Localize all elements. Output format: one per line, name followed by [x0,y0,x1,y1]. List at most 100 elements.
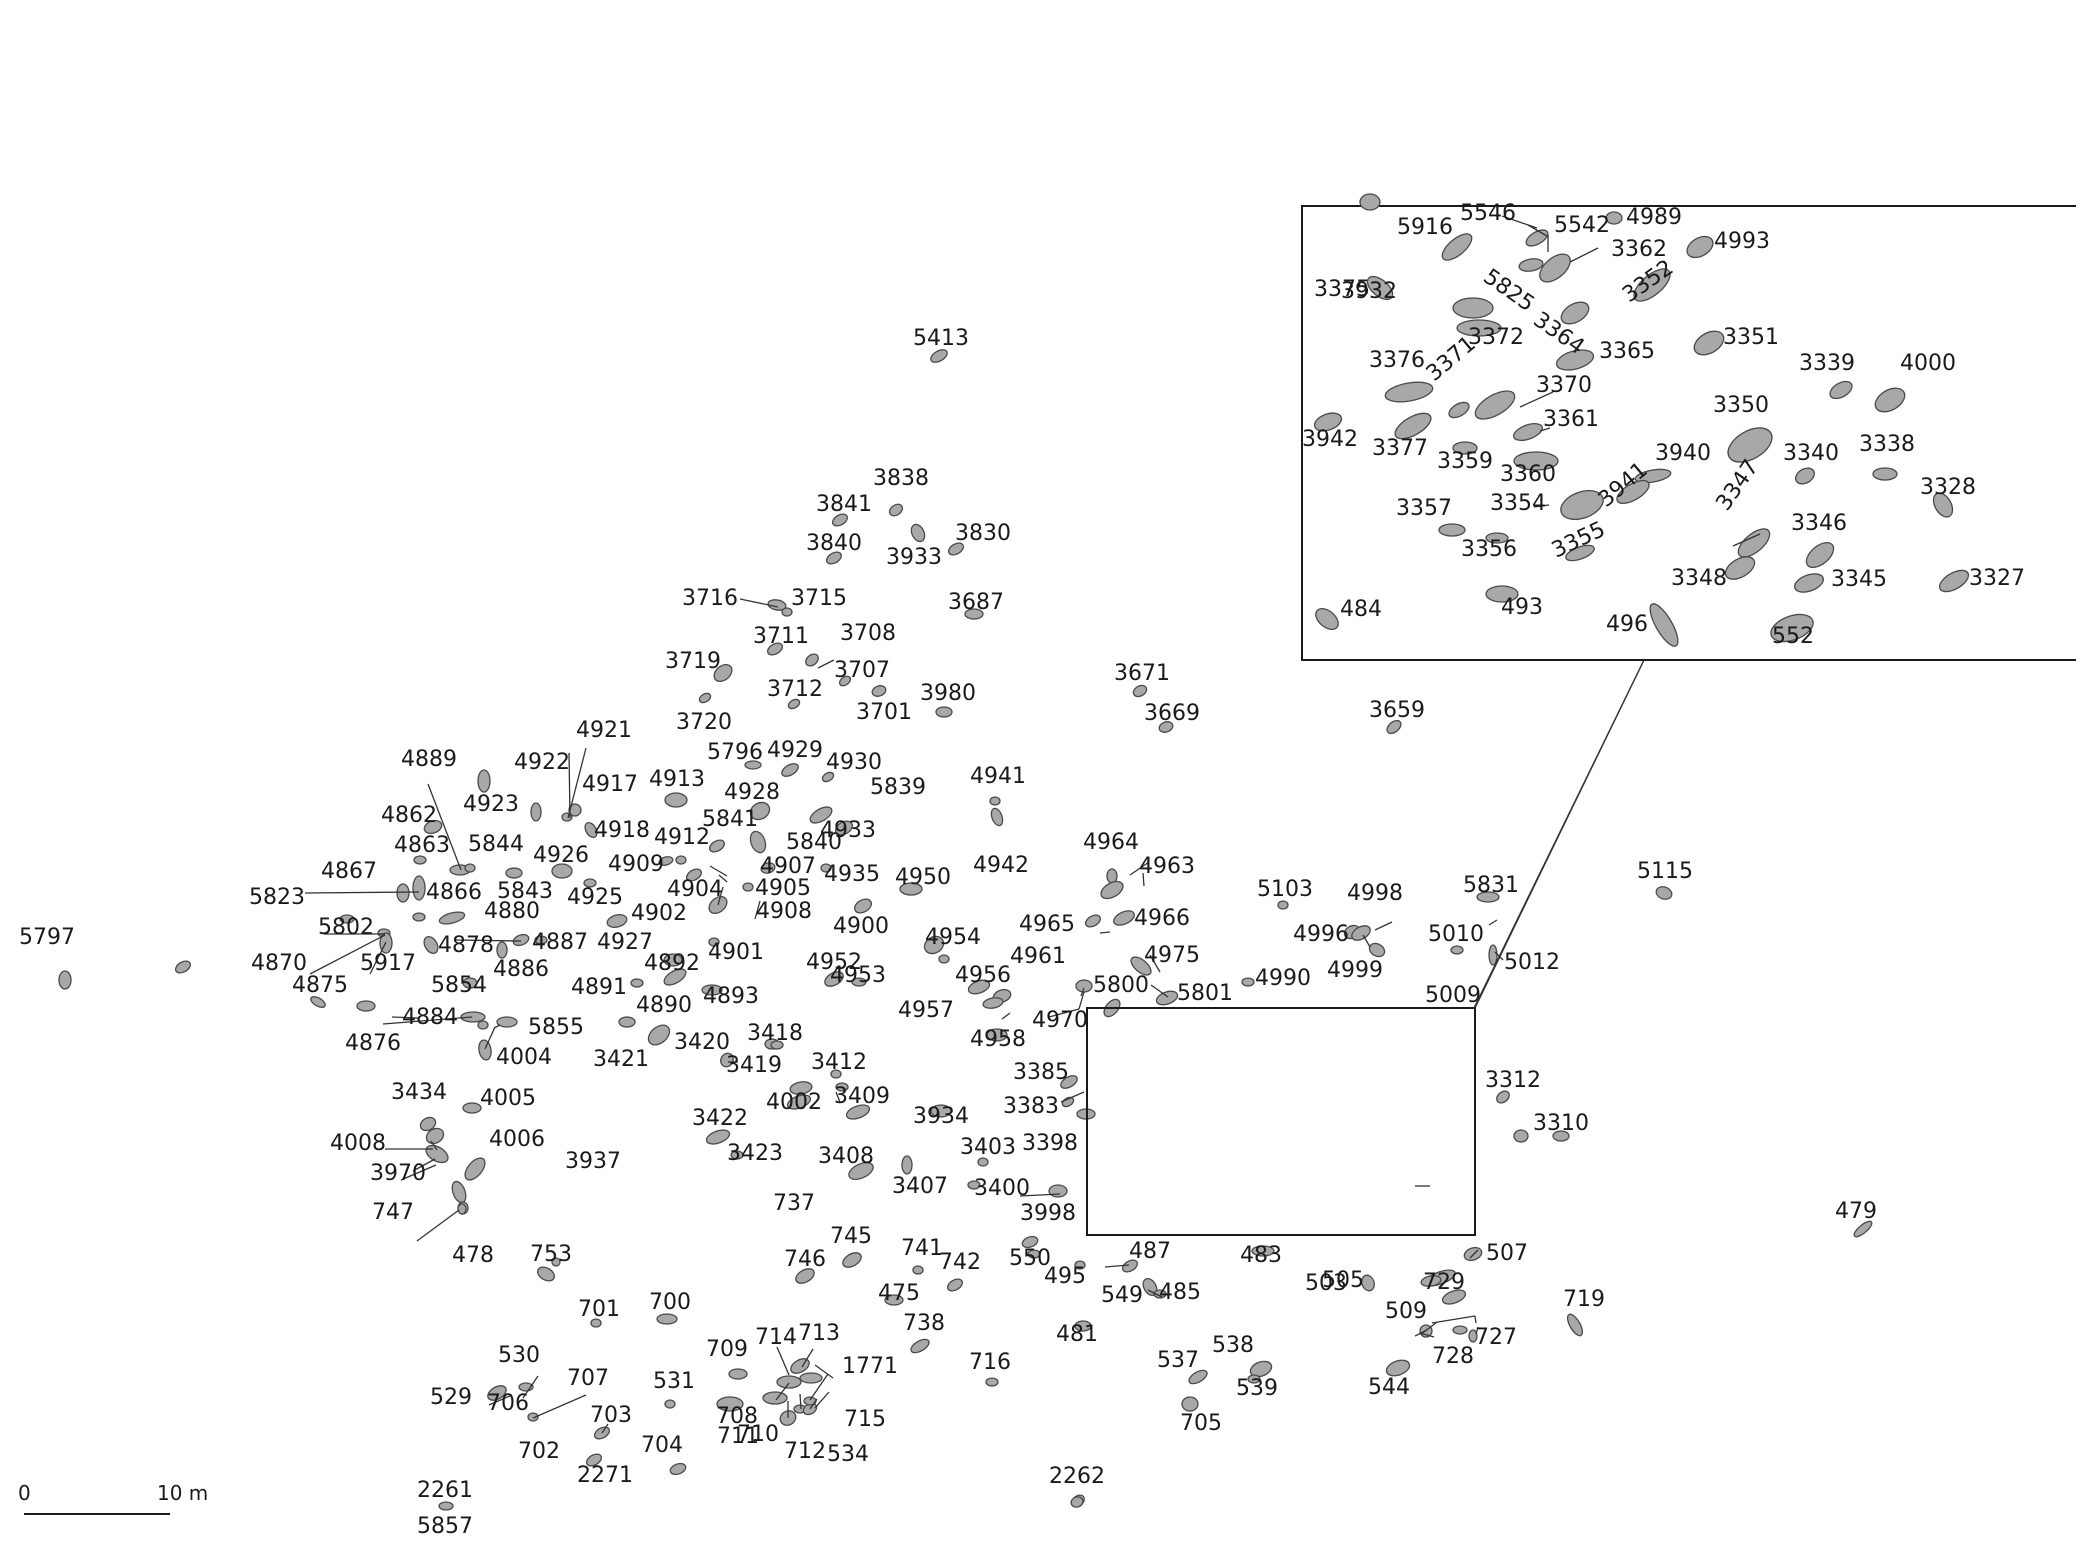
feature-shape [749,801,771,821]
inset-feature-shape [1539,253,1571,283]
feature-label: 3398 [1022,1131,1078,1156]
feature-shape [551,1257,561,1267]
feature-label: 701 [578,1297,620,1322]
feature-label: 538 [1212,1333,1254,1358]
feature-shape [1021,1235,1039,1249]
feature-label: 5801 [1177,981,1233,1006]
inset-feature-label: 3375 [1314,277,1370,302]
feature-label: 4904 [667,877,723,902]
leader-line [799,1393,802,1410]
feature-shape [1132,684,1148,698]
leader-line [817,659,835,669]
feature-shape [830,1069,842,1079]
leader-line [522,1375,539,1399]
inset-feature-label: 3360 [1500,462,1556,487]
leader-line [1019,1193,1061,1197]
feature-label: 3937 [565,1149,621,1174]
feature-label: 4004 [496,1045,552,1070]
feature-label: 3385 [1013,1060,1069,1085]
feature-label: 3934 [913,1104,969,1129]
inset-feature-label: 3942 [1302,427,1358,452]
feature-shape [848,1161,874,1181]
feature-shape [853,898,873,914]
leader-line [400,1164,437,1181]
inset-feature-label: 3346 [1791,511,1847,536]
feature-shape [464,863,476,873]
feature-shape [789,1081,813,1095]
feature-shape [1552,1130,1570,1142]
feature-label: 745 [830,1224,872,1249]
feature-shape [647,1024,671,1046]
feature-shape [713,663,733,683]
leader-line [532,1394,587,1419]
feature-shape [766,642,784,656]
feature-label: 5854 [431,973,487,998]
feature-label: 4867 [321,859,377,884]
inset-feature-shape [1616,479,1650,505]
inset-feature-label: 3328 [1920,475,1976,500]
feature-shape [1513,1129,1529,1143]
feature-label: 4935 [824,862,880,887]
inset-leader-line [1569,247,1599,263]
feature-shape [1277,900,1289,910]
feature-shape [1468,1329,1478,1343]
feature-shape [496,941,508,959]
feature-label: 4908 [756,899,812,924]
feature-label: 4886 [493,957,549,982]
feature-shape [947,542,965,556]
feature-label: 4912 [654,825,710,850]
feature-shape [1361,1274,1375,1292]
inset-leader-line [1501,215,1538,229]
inset-feature-label: 3350 [1713,393,1769,418]
leader-line [1078,991,1085,1010]
leader-line [775,1382,790,1401]
feature-label: 712 [784,1439,826,1464]
inset-feature-label: 3354 [1490,491,1546,516]
inset-feature-shape [1649,603,1679,647]
inset-feature-label: 3365 [1599,339,1655,364]
leader-line [809,1398,818,1410]
scale-end-label: 10 m [157,1481,208,1505]
inset-feature-shape [1438,523,1466,537]
feature-label: 4890 [636,993,692,1018]
feature-shape [1420,1275,1442,1287]
leader-line [1104,1264,1130,1268]
feature-label: 5796 [707,740,763,765]
feature-shape [842,1252,862,1268]
feature-shape [888,503,904,517]
feature-label: 529 [430,1385,472,1410]
inset-feature-shape [1555,349,1595,371]
inset-feature-label: 3351 [1723,325,1779,350]
feature-shape [496,1016,518,1028]
feature-label: 4975 [1144,943,1200,968]
feature-shape [871,685,887,697]
leader-line [488,1394,513,1406]
feature-shape [1060,1075,1078,1089]
feature-label: 5841 [702,807,758,832]
feature-label: 5413 [913,326,969,351]
feature-label: 3671 [1114,661,1170,686]
feature-shape [770,1040,784,1050]
feature-label: 3720 [676,710,732,735]
feature-label: 4999 [1327,958,1383,983]
feature-label: 2262 [1049,1464,1105,1489]
feature-shape [425,1144,449,1164]
inset-feature-shape [1485,532,1509,544]
feature-label: 3970 [370,1161,426,1186]
feature-label: 5843 [497,879,553,904]
inset-feature-label: 3356 [1461,537,1517,562]
feature-label: 727 [1475,1325,1517,1350]
feature-label: 4002 [766,1090,822,1115]
inset-feature-shape [1829,380,1853,400]
feature-shape [760,862,776,874]
feature-label: 509 [1385,1299,1427,1324]
feature-label: 3419 [726,1053,782,1078]
inset-feature-label: 484 [1340,597,1382,622]
inset-feature-shape [1441,233,1473,261]
feature-shape [1027,1249,1041,1259]
feature-label: 505 [1322,1268,1364,1293]
feature-shape [749,830,767,854]
feature-shape [658,856,674,866]
feature-label: 4875 [292,973,348,998]
feature-shape [505,867,523,879]
